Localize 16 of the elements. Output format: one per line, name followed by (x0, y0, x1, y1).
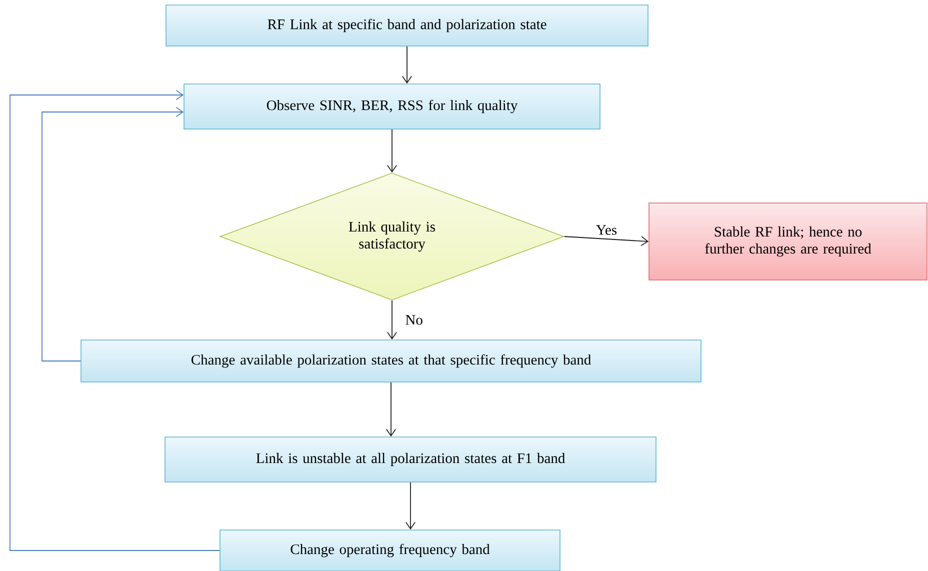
process-box: Observe SINR, BER, RSS for link quality (184, 84, 600, 130)
arrow (386, 128, 398, 173)
arrow (386, 382, 396, 437)
arrow (10, 90, 220, 551)
edge-label: No (404, 314, 424, 326)
arrow (42, 106, 184, 362)
edge-label: Yes (594, 224, 618, 236)
process-box: RF Link at specific band and polarization state (166, 4, 648, 46)
arrow (402, 46, 412, 84)
process-box: Change available polarization states at that specific frequency band (80, 340, 702, 382)
arrow (386, 300, 398, 340)
arrow (564, 236, 649, 246)
arrow (405, 482, 416, 530)
result-box: Stable RF link; hence no further changes are required (648, 202, 928, 280)
process-box: Change operating frequency band (220, 530, 560, 571)
process-box: Link is unstable at all polarization states at F1 band (164, 436, 656, 482)
